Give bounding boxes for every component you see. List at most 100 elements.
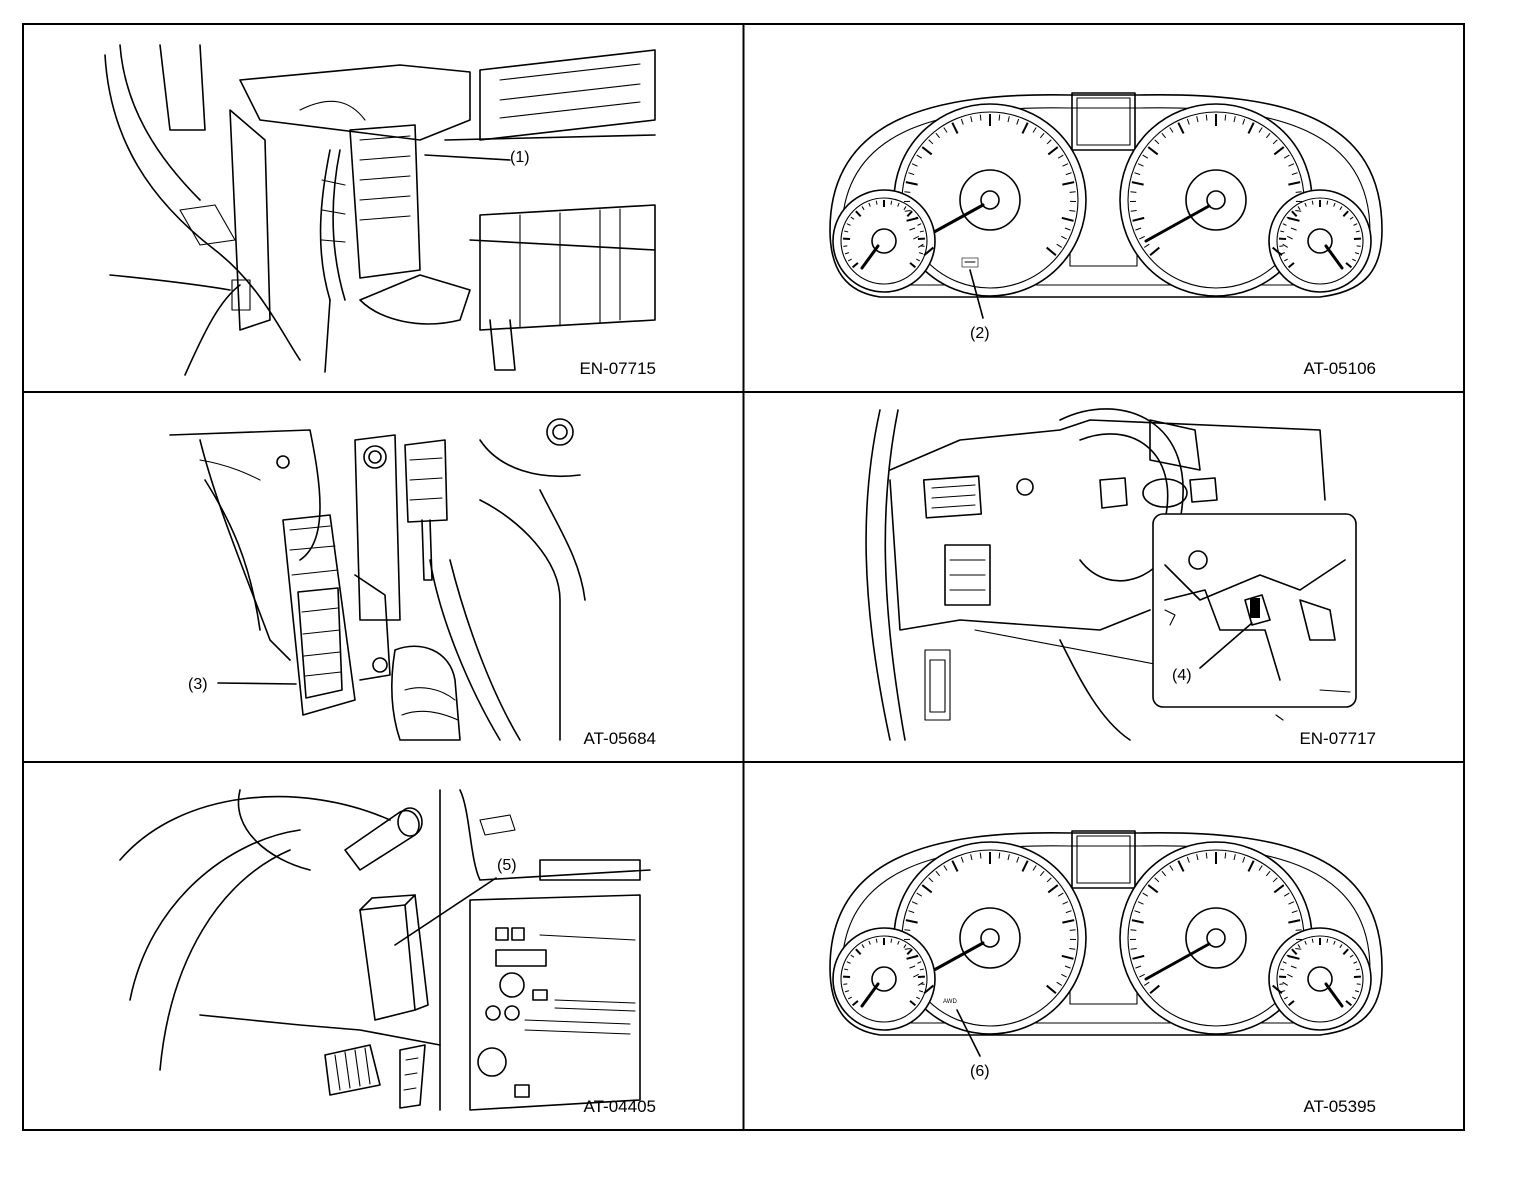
gauge-tick: [1282, 981, 1288, 986]
gauge-tick: [1286, 954, 1291, 958]
gauge-tick: [851, 1000, 859, 1007]
gauge-tick: [844, 968, 849, 971]
gauge-tick: [1130, 947, 1137, 950]
gauge-tick: [1061, 216, 1074, 222]
gauge-tick: [855, 948, 862, 955]
gauge-tick: [1132, 954, 1145, 960]
gauge-tick: [1272, 139, 1278, 145]
gauge-tick: [1282, 961, 1287, 964]
gauge-tick: [1135, 965, 1142, 969]
gauge-tick: [909, 262, 917, 269]
gauge-tick: [921, 884, 933, 894]
gauge-tick: [1021, 122, 1029, 134]
gauge-tick: [1345, 1000, 1353, 1007]
gauge-tick: [1139, 973, 1145, 978]
panel-5-figure-code: AT-04405: [584, 1097, 656, 1116]
gauge-tick: [1295, 929, 1302, 931]
gauge-tick: [1265, 870, 1271, 877]
gauge-tick: [1144, 243, 1150, 248]
gauge-tick: [1154, 877, 1160, 883]
gauge-tick: [935, 132, 941, 139]
gauge-tick: [917, 961, 922, 964]
gauge-tick: [920, 983, 925, 985]
gauge-tick: [1139, 235, 1145, 240]
gauge-tick: [1353, 961, 1358, 964]
gauge-tick: [1046, 139, 1052, 145]
gauge-tick: [1304, 940, 1307, 945]
gauge-tick: [918, 990, 924, 993]
gauge-tick: [1186, 118, 1190, 125]
panel-6-gauge-ticks: [843, 852, 1361, 1007]
panel-6-callout: (6): [970, 1063, 990, 1080]
gauge-tick: [1142, 154, 1149, 159]
gauge-tick: [908, 172, 915, 176]
gauge-tick: [903, 944, 907, 949]
gauge-tick: [1288, 163, 1295, 167]
gauge-tick: [1169, 865, 1174, 871]
gauge-tick: [1069, 929, 1076, 931]
gauge-tick: [904, 947, 911, 950]
gauge-tick: [875, 200, 878, 205]
gauge-tick: [1057, 154, 1064, 159]
gauge-tick: [851, 262, 859, 269]
gauge-tick: [1169, 127, 1174, 133]
gauge-tick: [1355, 230, 1360, 233]
panel-6-instrument-cluster: [828, 829, 1384, 1057]
gauge-tick: [1134, 910, 1141, 914]
gauge-tick: [1062, 901, 1069, 905]
gauge-tick: [998, 852, 1001, 859]
gauge-tick: [1311, 938, 1314, 943]
gauge-tick: [1291, 948, 1298, 955]
gauge-tick: [1154, 139, 1160, 145]
gauge-tick: [1061, 973, 1067, 978]
gauge-tick: [1007, 854, 1010, 861]
gauge-tick: [951, 122, 959, 134]
gauge-tick: [1265, 132, 1271, 139]
gauge-tick: [1272, 246, 1283, 257]
panel-6-awd-indicator: AWD: [943, 999, 957, 1005]
gauge-tick: [1273, 146, 1285, 156]
gauge-tick: [913, 235, 919, 240]
gauge-tick: [1224, 114, 1227, 121]
gauge-tick: [1047, 884, 1059, 894]
gauge-tick: [1354, 252, 1360, 255]
gauge-tick: [1349, 216, 1354, 220]
gauge-tick: [911, 163, 918, 167]
gauge-tick: [1355, 968, 1360, 971]
panel-1-harness-illustration: [104, 44, 656, 376]
gauge-tick: [1130, 929, 1137, 931]
gauge-tick: [906, 216, 919, 222]
gauge-tick: [1137, 163, 1144, 167]
gauge-tick: [1069, 191, 1076, 193]
gauge-tick: [1353, 223, 1358, 226]
gauge-tick: [897, 940, 900, 945]
gauge-tick: [1134, 172, 1141, 176]
gauge-tick: [918, 252, 924, 255]
gauge-tick: [1287, 954, 1300, 960]
gauge-tick: [1242, 856, 1246, 863]
gauge-tick: [1326, 200, 1329, 205]
gauge-tick: [1326, 938, 1329, 943]
gauge-tick: [1205, 114, 1208, 121]
panel-4-dashboard-illustration: [865, 408, 1357, 741]
gauge-tick: [846, 223, 851, 226]
gauge-tick: [868, 940, 871, 945]
gauge-tick: [1352, 996, 1357, 1000]
gauge-tick: [970, 116, 973, 123]
gauge-tick: [1339, 944, 1343, 949]
gauge-tick: [1057, 892, 1064, 897]
gauge-tick: [921, 146, 933, 156]
gauge-tick: [1258, 865, 1263, 871]
gauge-tick: [1233, 854, 1236, 861]
panel-3-module-illustration: [169, 418, 586, 741]
gauge-tick: [904, 191, 911, 193]
gauge-tick: [1356, 245, 1361, 247]
gauge-tick: [951, 860, 959, 872]
gauge-tick: [919, 968, 924, 971]
gauge-tick: [844, 252, 850, 255]
gauge-tick: [1046, 984, 1057, 995]
panel-1-callout: (1): [510, 149, 530, 166]
gauge-tick: [1288, 181, 1301, 186]
gauge-tick: [928, 877, 934, 883]
gauge-tick: [890, 938, 893, 943]
